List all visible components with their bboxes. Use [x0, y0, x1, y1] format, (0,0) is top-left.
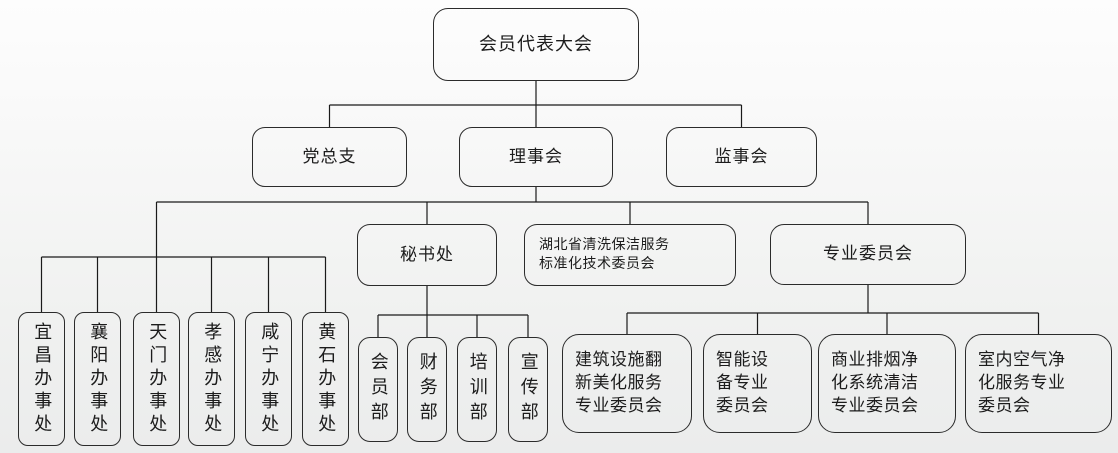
node-office-xianning: 咸宁办事处	[245, 312, 292, 446]
node-office-xiaogan: 孝感办事处	[188, 312, 235, 446]
node-committee-smart-equipment: 智能设 备专业 委员会	[703, 334, 812, 433]
node-standards-committee: 湖北省清洗保洁服务 标准化技术委员会	[524, 224, 736, 286]
node-party-branch: 党总支	[252, 127, 407, 187]
node-committee-building-renovation: 建筑设施翻 新美化服务 专业委员会	[562, 334, 692, 433]
node-professional-committees: 专业委员会	[770, 224, 966, 285]
node-council: 理事会	[459, 127, 613, 187]
node-member-congress: 会员代表大会	[433, 8, 639, 81]
node-dept-training: 培训部	[457, 337, 497, 442]
node-dept-finance: 财务部	[407, 337, 447, 442]
node-office-yichang: 宜昌办事处	[18, 312, 65, 446]
node-office-tianmen: 天门办事处	[133, 312, 180, 446]
node-office-huangshi: 黄石办事处	[302, 312, 349, 446]
node-supervisory-board: 监事会	[666, 127, 817, 187]
node-committee-indoor-air-purification: 室内空气净 化服务专业 委员会	[965, 334, 1112, 433]
node-office-xiangyang: 襄阳办事处	[74, 312, 121, 446]
node-dept-publicity: 宣传部	[508, 337, 548, 442]
node-secretariat: 秘书处	[357, 224, 497, 286]
node-dept-membership: 会员部	[358, 337, 398, 442]
node-committee-commercial-exhaust-cleaning: 商业排烟净 化系统清洁 专业委员会	[818, 334, 956, 433]
